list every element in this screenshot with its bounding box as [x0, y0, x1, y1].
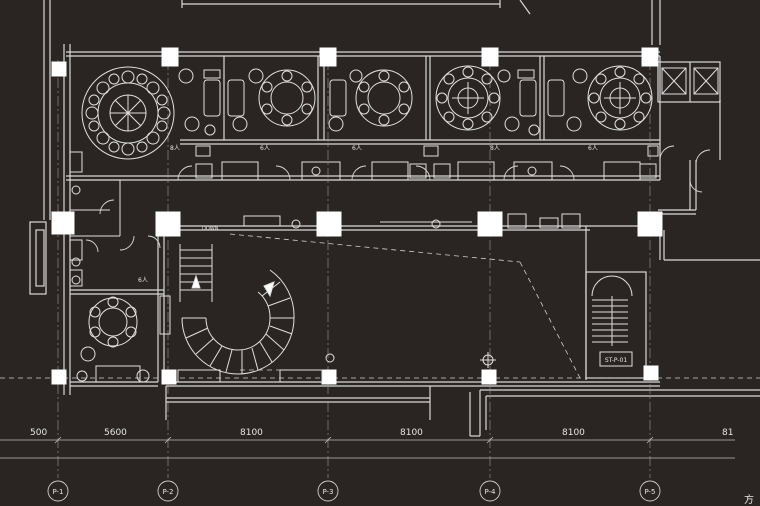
tag-label: ST-P-01 [605, 357, 628, 364]
room-label-5: 6人 [588, 145, 598, 152]
lounge-furniture [76, 68, 588, 383]
grid-label-4: P-4 [484, 488, 496, 496]
dim-label-3: 8100 [240, 428, 263, 438]
tag-box: ST-P-01 [599, 351, 633, 367]
round-table-8 [435, 65, 501, 131]
dim-label-6: 81 [722, 428, 733, 438]
service-units [195, 145, 659, 229]
room-label-2: 6人 [260, 145, 270, 152]
round-table-large [81, 66, 175, 160]
round-table-6-a [258, 69, 316, 127]
spiral-staircase [177, 244, 496, 383]
dining-tables [81, 65, 653, 348]
stair-label: DOWN [202, 226, 219, 232]
dimension-line [0, 436, 735, 459]
grid-label-2: P-2 [162, 488, 173, 496]
corner-char: 方 [744, 493, 754, 506]
room-label-1: 8人 [170, 145, 180, 152]
room-label-6: 6人 [138, 277, 148, 284]
dim-label-4: 8100 [400, 428, 423, 438]
doors [85, 145, 711, 253]
dim-label-5: 8100 [562, 428, 585, 438]
grid-label-1: P-1 [52, 488, 63, 496]
dimension-labels: 500 5600 8100 8100 8100 81 [30, 428, 733, 438]
dim-label-2: 5600 [104, 428, 127, 438]
round-table-8-right [587, 65, 653, 131]
grid-axes [57, 60, 651, 478]
room-labels: 8人 6人 6人 8人 6人 6人 [138, 145, 598, 284]
grid-label-5: P-5 [644, 488, 655, 496]
round-table-6-lower [88, 296, 138, 348]
dim-label-1: 500 [30, 428, 47, 438]
room-label-3: 6人 [352, 145, 362, 152]
grid-label-3: P-3 [322, 488, 333, 496]
grid-bubbles [47, 480, 661, 502]
round-table-6-b [355, 69, 413, 127]
restrooms [69, 151, 121, 287]
grid-labels: P-1 P-2 P-3 P-4 P-5 [52, 488, 655, 496]
room-label-4: 8人 [490, 145, 500, 152]
columns [51, 47, 663, 385]
